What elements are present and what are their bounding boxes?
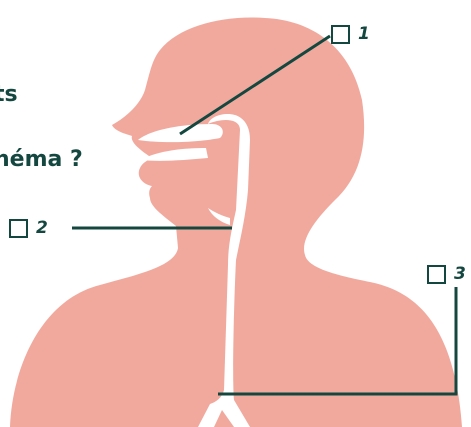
answer-checkbox-3[interactable] [427,265,446,284]
marker-3: 3 [427,264,466,284]
marker-number-1: 1 [358,24,370,44]
marker-number-3: 3 [454,264,466,284]
cropped-text-line-1: ts [0,82,18,107]
marker-1: 1 [331,24,370,44]
marker-number-2: 2 [36,218,48,238]
marker-2: 2 [9,218,48,238]
answer-checkbox-1[interactable] [331,25,350,44]
cropped-text-line-2: héma ? [0,147,83,172]
answer-checkbox-2[interactable] [9,219,28,238]
